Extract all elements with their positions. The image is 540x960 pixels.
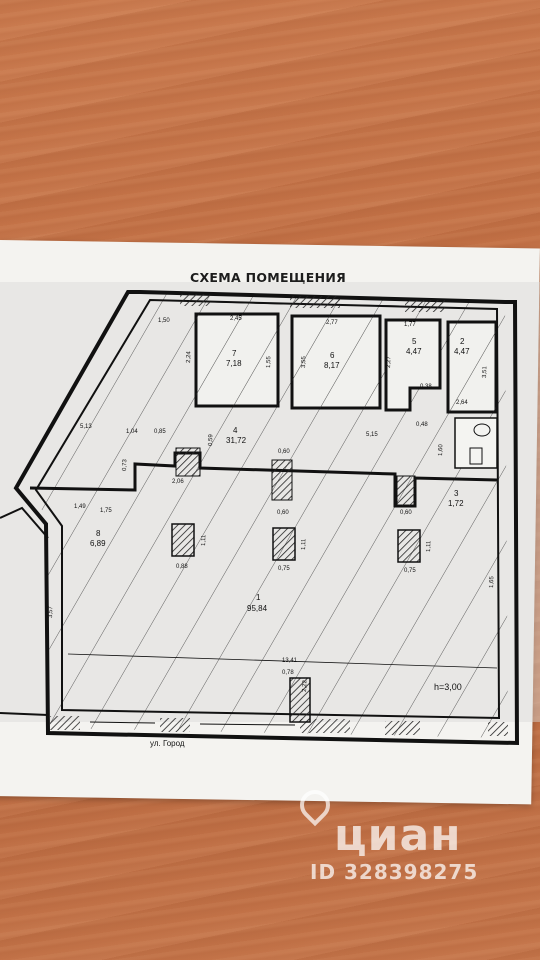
svg-text:2,45: 2,45	[230, 316, 242, 322]
room-5-area: 4,47	[406, 347, 422, 356]
svg-text:0,48: 0,48	[416, 422, 428, 428]
svg-text:2,24: 2,24	[186, 351, 192, 364]
svg-text:1,04: 1,04	[126, 429, 138, 435]
svg-text:0,38: 0,38	[420, 384, 432, 390]
svg-text:1,11: 1,11	[301, 538, 307, 550]
svg-text:1,49: 1,49	[74, 504, 86, 510]
svg-text:2,64: 2,64	[456, 400, 468, 406]
svg-text:1,50: 1,50	[158, 318, 170, 324]
svg-text:1,11: 1,11	[201, 534, 207, 546]
svg-text:3,57: 3,57	[48, 606, 54, 619]
svg-text:0,60: 0,60	[400, 510, 412, 516]
svg-text:2: 2	[460, 337, 465, 346]
room-8-area: 6,89	[90, 539, 106, 548]
svg-text:6: 6	[330, 351, 335, 360]
room-6-area: 8,17	[324, 361, 340, 370]
svg-text:1: 1	[256, 593, 261, 602]
room-4-area: 31,72	[226, 436, 247, 445]
svg-text:0,73: 0,73	[122, 459, 128, 472]
svg-text:1,55: 1,55	[266, 356, 272, 369]
room-3-area: 1,72	[448, 499, 464, 508]
svg-text:1,11: 1,11	[426, 540, 432, 552]
svg-text:5: 5	[412, 337, 417, 346]
svg-text:1,77: 1,77	[404, 322, 416, 328]
svg-text:2,06: 2,06	[172, 479, 184, 485]
svg-text:1,65: 1,65	[489, 576, 495, 589]
floor-plan-drawing: 7 7,18 6 8,17 5 4,47 2 4,47 4 31,72 3 1,…	[0, 282, 540, 748]
room-2-area: 4,47	[454, 347, 470, 356]
svg-text:0,60: 0,60	[278, 449, 290, 455]
map-pin-icon	[293, 783, 337, 827]
svg-text:0,78: 0,78	[282, 670, 294, 676]
svg-text:3: 3	[454, 489, 459, 498]
svg-text:3,55: 3,55	[301, 356, 307, 369]
watermark-brand: циан	[334, 810, 462, 861]
room-7-area: 7,18	[226, 359, 242, 368]
street-caption: ул. Город	[150, 739, 185, 748]
svg-text:0,75: 0,75	[278, 566, 290, 572]
watermark-listing-id: ID 328398275	[310, 860, 479, 884]
svg-text:5,15: 5,15	[366, 432, 378, 438]
svg-text:2,77: 2,77	[326, 320, 338, 326]
svg-text:8: 8	[96, 529, 101, 538]
svg-text:1,75: 1,75	[100, 508, 112, 514]
svg-text:2,27: 2,27	[386, 356, 392, 369]
svg-text:0,75: 0,75	[404, 568, 416, 574]
svg-text:0,88: 0,88	[176, 564, 188, 570]
svg-text:0,59: 0,59	[208, 434, 214, 447]
svg-text:1,60: 1,60	[438, 444, 444, 457]
svg-text:0,85: 0,85	[154, 429, 166, 435]
svg-text:4: 4	[233, 426, 238, 435]
svg-text:13,41: 13,41	[282, 658, 298, 664]
svg-text:3,51: 3,51	[482, 366, 488, 379]
plan-title: СХЕМА ПОМЕЩЕНИЯ	[190, 270, 347, 285]
svg-text:5,13: 5,13	[80, 424, 92, 430]
svg-text:0,60: 0,60	[277, 510, 289, 516]
ceiling-height-note: h=3,00	[434, 682, 462, 692]
room-1-area: 95,84	[247, 604, 268, 613]
svg-text:7: 7	[232, 349, 237, 358]
svg-text:2,22: 2,22	[302, 680, 308, 693]
cian-watermark: циан ID 328398275	[278, 783, 518, 900]
